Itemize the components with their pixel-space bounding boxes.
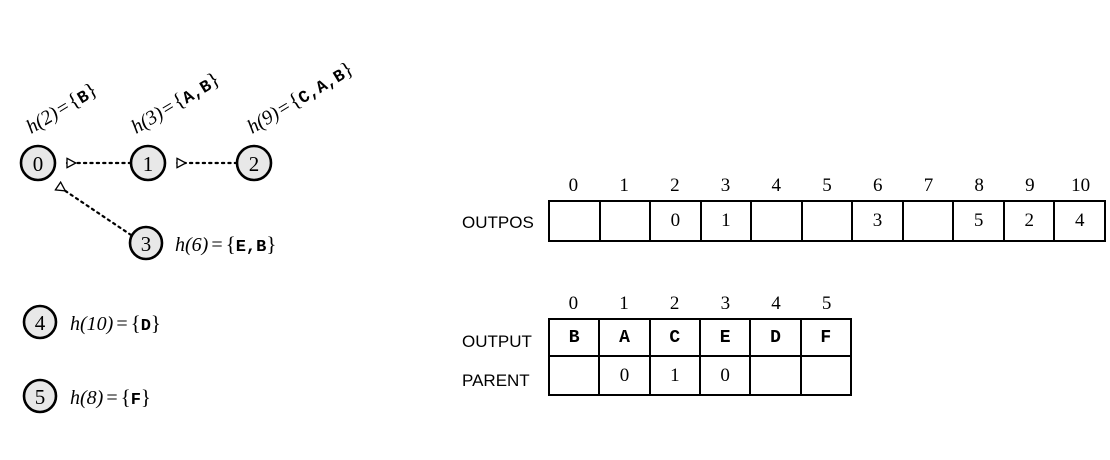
node-label-h6-set: E,B [235, 238, 267, 257]
outpos-cell-3[interactable]: 1 [699, 202, 751, 240]
node-1-label: 1 [143, 152, 154, 176]
output-cell-1[interactable]: A [598, 320, 648, 355]
node-label-h10-eq: = [116, 313, 128, 335]
outpos-index-0: 0 [568, 175, 579, 196]
parent-cell-3[interactable]: 0 [698, 357, 749, 394]
outpos-cell-7[interactable] [901, 202, 953, 240]
parent-cell-4[interactable] [749, 357, 799, 394]
outpos-index-4: 4 [771, 175, 782, 196]
output-cell-4[interactable]: D [749, 320, 799, 355]
node-2-label: 2 [249, 152, 260, 176]
node-0[interactable]: 0 [19, 144, 57, 182]
outpos-cell-9[interactable]: 2 [1002, 202, 1054, 240]
node-label-h10: h(10)={D} [70, 311, 161, 336]
node-label-h6-eq: = [211, 234, 223, 256]
edge-3-to-0 [58, 186, 133, 237]
node-label-h8-fn: h [70, 387, 80, 409]
node-0-label: 0 [33, 152, 44, 176]
graph-edges [58, 163, 239, 237]
node-label-h10-close: } [150, 311, 161, 335]
node-label-h6-fn: h [175, 234, 185, 256]
outpos-cell-4[interactable] [750, 202, 801, 240]
node-3[interactable]: 3 [128, 225, 164, 261]
graph-canvas: 0 1 2 3 4 [19, 144, 273, 414]
node-label-h8-eq: = [106, 387, 118, 409]
node-label-h6-close: } [266, 232, 277, 256]
parent-row-label: PARENT [462, 371, 530, 390]
node-label-h10-set: D [140, 317, 151, 336]
node-5-label: 5 [35, 385, 46, 409]
node-label-h10-fn: h [70, 313, 80, 335]
outpos-index-7: 7 [923, 175, 934, 196]
parent-cell-0[interactable] [550, 357, 598, 394]
outpos-index-10: 10 [1071, 175, 1091, 196]
parent-cell-1[interactable]: 0 [598, 357, 648, 394]
node-label-h8-open: { [120, 385, 131, 409]
node-4-label: 4 [35, 311, 46, 335]
output-cell-2[interactable]: C [648, 320, 699, 355]
output-index-4: 4 [771, 293, 781, 314]
outpos-index-6: 6 [872, 175, 883, 196]
output-row-label: OUTPUT [462, 332, 532, 351]
outpos-index-5: 5 [822, 175, 832, 196]
node-label-h10-open: { [130, 311, 141, 335]
graph-panel: 0 1 2 3 4 [0, 0, 460, 460]
output-index-3: 3 [720, 293, 731, 314]
outpos-cell-10[interactable]: 4 [1053, 202, 1104, 240]
outpos-index-8: 8 [974, 175, 984, 196]
output-index-1: 1 [619, 293, 629, 314]
outpos-row-label: OUTPOS [462, 213, 534, 232]
node-5[interactable]: 5 [22, 378, 58, 414]
outpos-cell-0[interactable] [550, 202, 599, 240]
node-label-h8: h(8)={F} [70, 385, 151, 410]
outpos-cell-8[interactable]: 5 [952, 202, 1003, 240]
node-label-h6-open: { [225, 232, 236, 256]
outpos-cell-2[interactable]: 0 [649, 202, 700, 240]
output-index-2: 2 [669, 293, 680, 314]
node-label-h10-arg: (10) [80, 313, 114, 335]
node-label-h8-arg: (8) [80, 387, 104, 409]
outpos-index-3: 3 [720, 175, 731, 196]
parent-cell-2[interactable]: 1 [648, 357, 699, 394]
graph-nodes: 0 1 2 3 4 [19, 144, 273, 414]
output-cell-3[interactable]: E [698, 320, 749, 355]
node-2[interactable]: 2 [235, 144, 273, 182]
outpos-cell-1[interactable] [598, 202, 650, 240]
output-cell-5[interactable]: F [799, 320, 850, 355]
outpos-index-2: 2 [670, 175, 680, 196]
output-cell-0[interactable]: B [568, 327, 580, 348]
node-label-h6: h(6)={E,B} [175, 232, 277, 257]
outpos-index-9: 9 [1025, 175, 1035, 196]
output-index-5: 5 [821, 293, 832, 314]
node-3-label: 3 [141, 232, 152, 256]
node-label-h8-close: } [140, 385, 151, 409]
outpos-cell-6[interactable]: 3 [851, 202, 902, 240]
output-index-0: 0 [568, 293, 579, 314]
node-label-h6-arg: (6) [185, 234, 209, 256]
node-4[interactable]: 4 [22, 304, 58, 340]
outpos-cell-5[interactable] [800, 202, 852, 240]
outpos-index-1: 1 [619, 175, 629, 196]
parent-cell-5[interactable] [799, 357, 850, 394]
node-1[interactable]: 1 [129, 144, 167, 182]
node-label-h8-set: F [130, 391, 141, 410]
